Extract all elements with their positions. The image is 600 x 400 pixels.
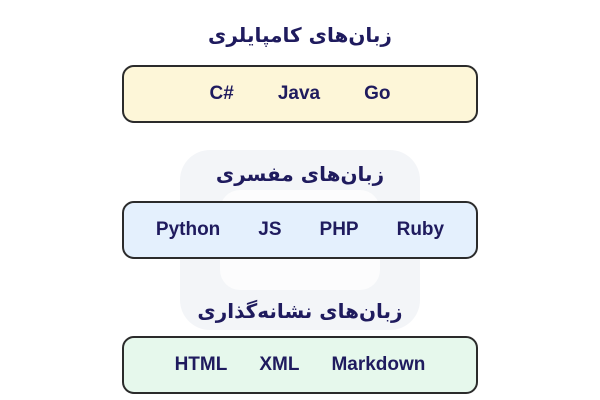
language-item: Go <box>364 83 391 104</box>
language-item: Ruby <box>396 219 445 240</box>
compiled-languages-title: زبان‌های کامپایلری <box>208 23 392 47</box>
interpreted-languages-box: Python JS PHP Ruby <box>122 201 478 259</box>
markup-languages-title: زبان‌های نشانه‌گذاری <box>197 299 403 323</box>
language-item: JS <box>258 219 282 240</box>
compiled-languages-box: C# Java Go <box>122 65 478 123</box>
language-item: HTML <box>174 354 228 375</box>
language-item: C# <box>209 83 234 104</box>
markup-languages-box: HTML XML Markdown <box>122 336 478 394</box>
language-item: Python <box>155 219 221 240</box>
interpreted-languages-title: زبان‌های مفسری <box>215 162 385 186</box>
language-item: PHP <box>319 219 359 240</box>
language-item: XML <box>259 354 300 375</box>
language-item: Markdown <box>331 354 426 375</box>
language-item: Java <box>277 83 321 104</box>
